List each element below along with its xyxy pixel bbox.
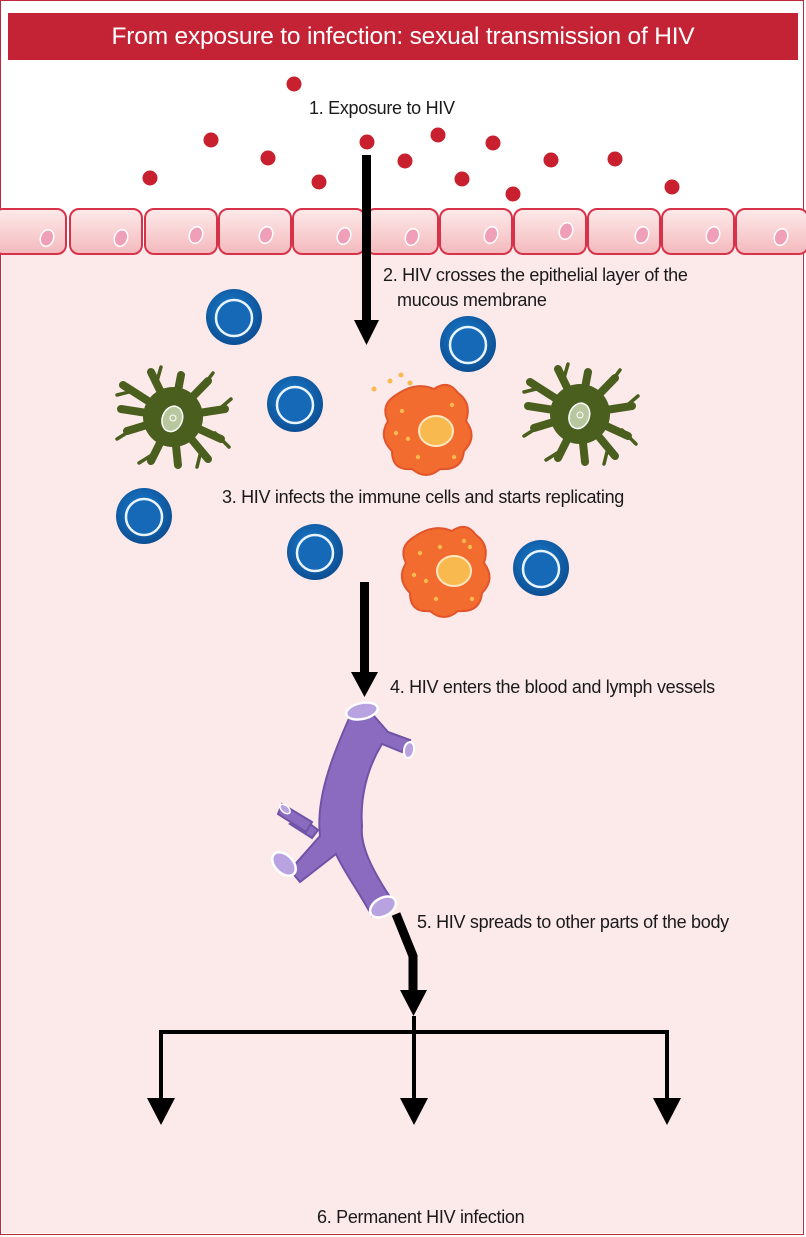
diagram-title: From exposure to infection: sexual trans… — [8, 13, 798, 60]
immune-cell — [206, 289, 262, 345]
hiv-particles — [142, 76, 680, 202]
blood-lymph-vessel — [270, 701, 416, 919]
hiv-particle — [260, 150, 276, 166]
immune-cell — [513, 540, 569, 596]
hiv-particle — [543, 152, 559, 168]
immune-cell — [267, 376, 323, 432]
arrow-head-right — [653, 1098, 681, 1125]
epithelial-cell — [661, 208, 735, 255]
infected-cell-lower — [400, 525, 491, 618]
hiv-particle — [397, 153, 413, 169]
hiv-particle — [505, 186, 521, 202]
epithelial-cell — [0, 208, 67, 255]
epithelial-layer — [0, 208, 806, 255]
step-6-label: 6. Permanent HIV infection — [317, 1207, 525, 1227]
arrow-crossing-epithelium — [354, 155, 379, 345]
infected-cell-upper — [371, 372, 473, 476]
hiv-particle — [311, 174, 327, 190]
epithelial-cell — [218, 208, 292, 255]
arrow-spread — [147, 912, 681, 1125]
hiv-particle — [664, 179, 680, 195]
immune-cell — [440, 316, 496, 372]
hiv-particle — [485, 135, 501, 151]
immune-cells — [116, 289, 569, 596]
immune-cell — [116, 488, 172, 544]
epithelial-cell — [144, 208, 218, 255]
epithelial-cell — [292, 208, 366, 255]
arrow-head-center — [400, 1098, 428, 1125]
hiv-particle — [142, 170, 158, 186]
dendritic-cell-right — [522, 362, 640, 466]
epithelial-cell — [513, 208, 587, 255]
epithelial-cell — [735, 208, 806, 255]
step-5-label: 5. HIV spreads to other parts of the bod… — [417, 912, 729, 932]
hiv-particle — [454, 171, 470, 187]
epithelial-cell — [69, 208, 143, 255]
immune-cell — [287, 524, 343, 580]
hiv-particle — [203, 132, 219, 148]
step-4-label: 4. HIV enters the blood and lymph vessel… — [390, 677, 715, 697]
arrow-head-left — [147, 1098, 175, 1125]
step-3-label: 3. HIV infects the immune cells and star… — [222, 487, 624, 507]
epithelial-cell — [439, 208, 513, 255]
step-2-label-continued: mucous membrane — [397, 290, 547, 310]
step-2-label: 2. HIV crosses the epithelial layer of t… — [383, 265, 688, 285]
step-1-label: 1. Exposure to HIV — [309, 98, 455, 118]
epithelial-cell — [587, 208, 661, 255]
arrow-to-vessels — [351, 582, 378, 697]
hiv-particle — [359, 134, 375, 150]
hiv-particle — [286, 76, 302, 92]
hiv-particle — [430, 127, 446, 143]
hiv-particle — [607, 151, 623, 167]
dendritic-cell-left — [115, 365, 233, 469]
epithelial-cell — [365, 208, 439, 255]
